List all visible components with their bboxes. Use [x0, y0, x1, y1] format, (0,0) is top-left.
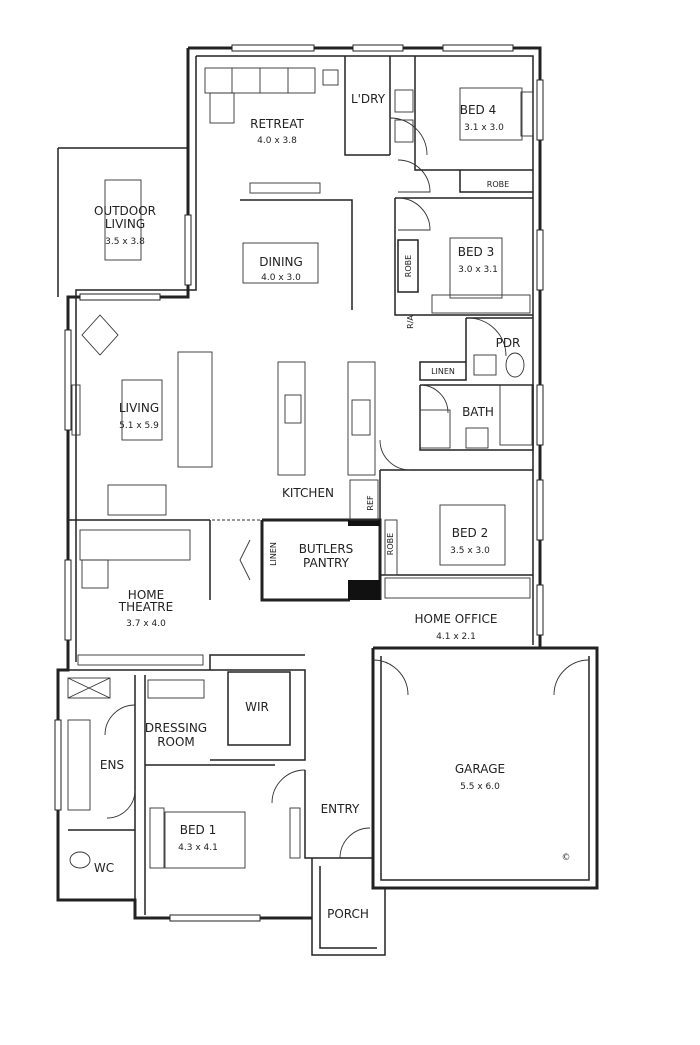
hall-linen-label: LINEN — [431, 367, 455, 376]
theatre-label-2: THEATRE — [118, 600, 173, 614]
kitchen-label: KITCHEN — [282, 486, 334, 500]
laundry-label: L'DRY — [351, 92, 386, 106]
living-label: LIVING — [119, 401, 159, 415]
bed2-size: 3.5 x 3.0 — [450, 546, 490, 556]
furniture — [67, 67, 534, 869]
return-air-label: R/A — [406, 315, 415, 329]
bed4-size: 3.1 x 3.0 — [464, 123, 504, 133]
fridge-label: REF — [366, 495, 375, 511]
dining-label: DINING — [259, 255, 303, 269]
copyright-mark: © — [562, 853, 571, 863]
garage-label: GARAGE — [455, 762, 505, 776]
windows — [54, 44, 544, 922]
pantry-linen-label: LINEN — [269, 542, 278, 566]
bed1-size: 4.3 x 4.1 — [178, 843, 218, 853]
butlers-label-1: BUTLERS — [299, 542, 354, 556]
bed3-label: BED 3 — [458, 245, 495, 259]
office-label: HOME OFFICE — [415, 612, 498, 626]
retreat-label: RETREAT — [250, 117, 304, 131]
butlers-label-2: PANTRY — [303, 556, 350, 570]
room-labels: RETREAT 4.0 x 3.8 L'DRY BED 4 3.1 x 3.0 … — [94, 92, 571, 921]
outdoor-label-2: LIVING — [105, 217, 145, 231]
ens-label: ENS — [100, 758, 124, 772]
bed3-robe-label: ROBE — [404, 255, 413, 277]
porch-label: PORCH — [327, 907, 369, 921]
dressing-label-1: DRESSING — [145, 721, 207, 735]
bed3-size: 3.0 x 3.1 — [458, 265, 498, 275]
dressing-label-2: ROOM — [157, 735, 195, 749]
interior-walls — [68, 56, 534, 915]
retreat-size: 4.0 x 3.8 — [257, 136, 297, 146]
bed2-robe-label: ROBE — [386, 533, 395, 555]
wir-label: WIR — [245, 700, 269, 714]
theatre-size: 3.7 x 4.0 — [126, 619, 166, 629]
bed2-label: BED 2 — [452, 526, 489, 540]
outdoor-label-1: OUTDOOR — [94, 204, 156, 218]
outdoor-size: 3.5 x 3.8 — [105, 237, 145, 247]
entry-label: ENTRY — [321, 802, 360, 816]
outer-walls — [56, 46, 599, 956]
wc-label: WC — [94, 861, 114, 875]
bath-label: BATH — [462, 405, 494, 419]
bed4-robe-label: ROBE — [487, 180, 509, 189]
living-size: 5.1 x 5.9 — [119, 421, 159, 431]
office-size: 4.1 x 2.1 — [436, 632, 476, 642]
theatre-label-1: HOME — [128, 588, 164, 602]
bed1-label: BED 1 — [180, 823, 217, 837]
pdr-label: PDR — [496, 336, 521, 350]
doors — [104, 117, 590, 859]
dining-size: 4.0 x 3.0 — [261, 273, 301, 283]
garage-size: 5.5 x 6.0 — [460, 782, 500, 792]
bed4-label: BED 4 — [460, 103, 497, 117]
